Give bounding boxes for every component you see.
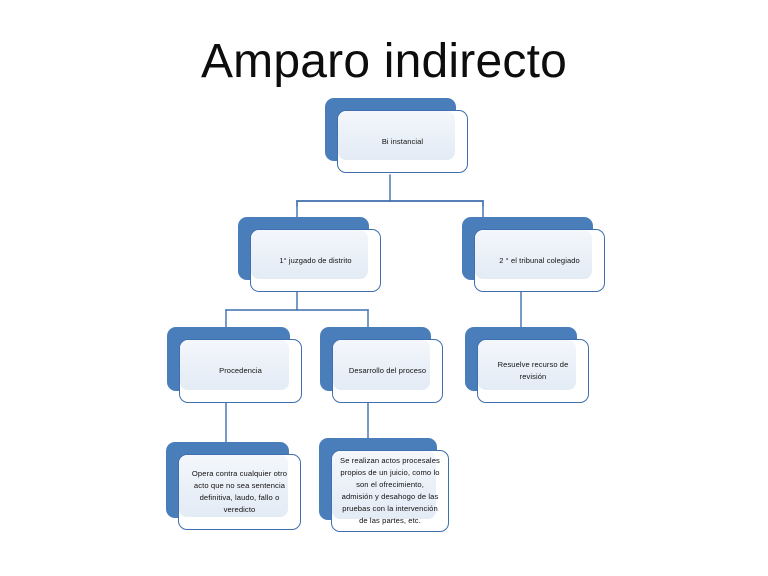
- node-card: 1° juzgado de distrito: [250, 229, 381, 292]
- node-card: Opera contra cualquier otro acto que no …: [178, 454, 301, 530]
- node-label: Procedencia: [219, 366, 262, 376]
- node-opera-contra-cualquier-otro-acto[interactable]: Opera contra cualquier otro acto que no …: [166, 442, 301, 530]
- node-juzgado-de-distrito[interactable]: 1° juzgado de distrito: [238, 217, 381, 292]
- node-label: Se realizan actos procesales propios de …: [340, 455, 440, 526]
- node-inner-fill: [333, 340, 430, 390]
- node-inner-fill: [180, 340, 289, 390]
- connector-bus-row2: [296, 200, 484, 207]
- node-label: 1° juzgado de distrito: [279, 255, 352, 265]
- node-card: Desarrollo del proceso: [332, 339, 443, 403]
- node-bi-instancial[interactable]: Bi instancial: [325, 98, 468, 173]
- node-resuelve-recurso-revision[interactable]: Resuelve recurso de revisión: [465, 327, 589, 403]
- node-desarrollo-del-proceso[interactable]: Desarrollo del proceso: [320, 327, 443, 403]
- node-label: 2 ° el tribunal colegiado: [499, 255, 580, 265]
- node-inner-fill: [251, 230, 368, 279]
- node-card: Se realizan actos procesales propios de …: [331, 450, 449, 532]
- node-label: Opera contra cualquier otro acto que no …: [191, 468, 288, 515]
- node-label: Bi instancial: [381, 136, 424, 146]
- node-procedencia[interactable]: Procedencia: [167, 327, 302, 403]
- node-tribunal-colegiado[interactable]: 2 ° el tribunal colegiado: [462, 217, 605, 292]
- node-inner-fill: [332, 451, 436, 519]
- node-inner-fill: [475, 230, 592, 279]
- page-title: Amparo indirecto: [200, 35, 568, 88]
- node-label: Desarrollo del proceso: [348, 366, 427, 376]
- node-inner-fill: [478, 340, 576, 390]
- node-card: Bi instancial: [337, 110, 468, 173]
- node-label: Resuelve recurso de revisión: [497, 360, 569, 381]
- node-actos-procesales[interactable]: Se realizan actos procesales propios de …: [319, 438, 449, 532]
- node-card: 2 ° el tribunal colegiado: [474, 229, 605, 292]
- node-inner-fill: [338, 111, 455, 160]
- node-card: Resuelve recurso de revisión: [477, 339, 589, 403]
- node-inner-fill: [179, 455, 288, 517]
- node-card: Procedencia: [179, 339, 302, 403]
